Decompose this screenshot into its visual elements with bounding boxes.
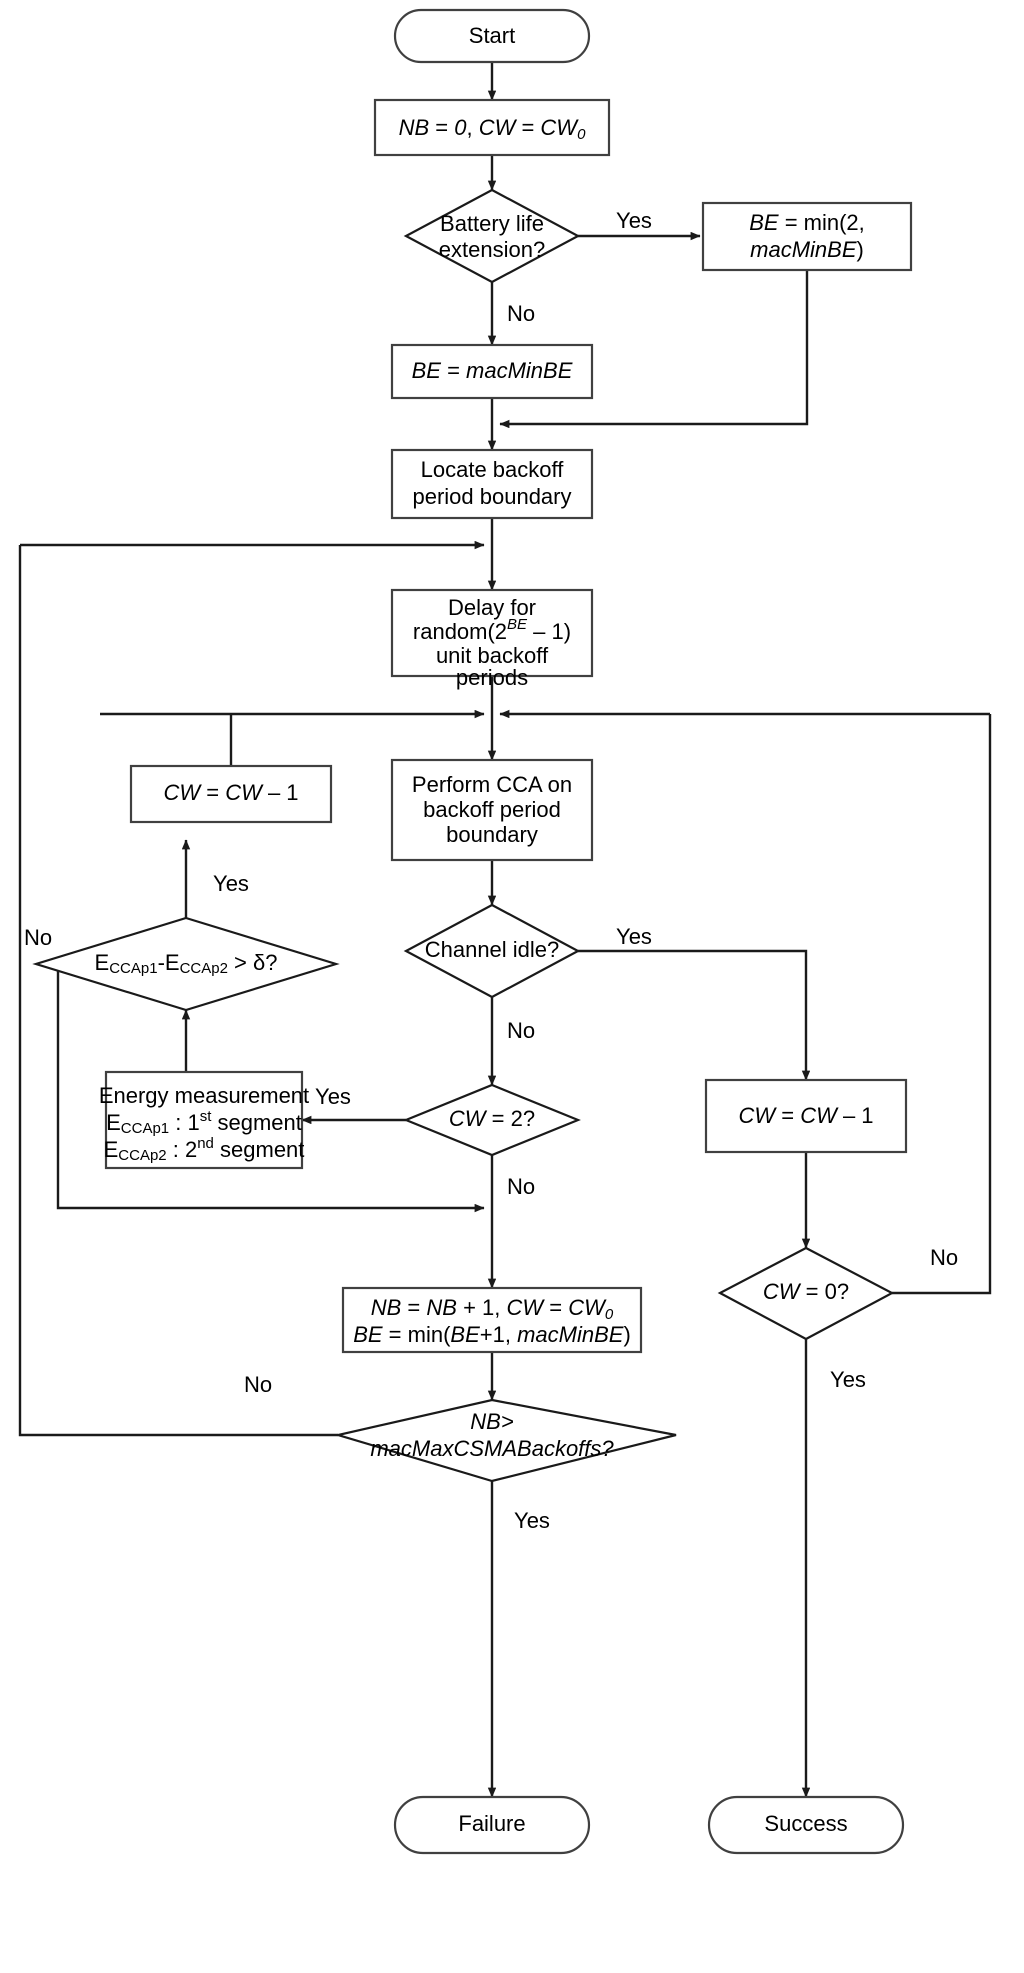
edge-label-cw2-yes: Yes (315, 1084, 351, 1109)
node-start[interactable]: Start (393, 8, 591, 64)
delay-line1: Delay for (448, 595, 536, 620)
cwdecright-shape (704, 1078, 908, 1154)
cwdecright-label: CW = CW – 1 (738, 1103, 873, 1128)
init-label: NB = 0, CW = CW0 (399, 115, 587, 143)
node-be-macminbe[interactable]: BE = macMinBE (390, 343, 594, 400)
node-nb-max-decision[interactable]: NB> macMaxCSMABackoffs? (333, 1398, 677, 1483)
nbupdate-line1: NB = NB + 1, CW = CW0 (371, 1295, 614, 1323)
channelidle-shape (403, 903, 581, 999)
nbmax-shape (333, 1398, 677, 1483)
bemacmin-shape (390, 343, 594, 400)
failure-label: Failure (458, 1811, 525, 1836)
edge-label-cw2-no: No (507, 1174, 535, 1199)
edge-channel-yes (578, 949, 811, 1081)
edge-label-nbmax-no: No (244, 1372, 272, 1397)
cca-shape (390, 758, 594, 862)
node-success[interactable]: Success (707, 1795, 905, 1855)
node-locate-backoff[interactable]: Locate backoff period boundary (390, 448, 594, 520)
node-battery-life-decision[interactable]: Battery life extension? (403, 188, 581, 284)
edge-label-channel-no: No (507, 1018, 535, 1043)
node-failure[interactable]: Failure (393, 1795, 591, 1855)
edge-nbmax-no (18, 545, 338, 1437)
nbmax-line1: NB> (470, 1409, 514, 1434)
ble-label-line2: extension? (439, 237, 545, 262)
cw2-shape (403, 1083, 581, 1157)
node-nb-update[interactable]: NB = NB + 1, CW = CW0 BE = min(BE+1, mac… (341, 1286, 643, 1354)
node-cw-equals-2-decision[interactable]: CW = 2? (403, 1083, 581, 1157)
edge-bemin-merge (499, 270, 809, 429)
nbupdate-line2: BE = min(BE+1, macMinBE) (353, 1322, 631, 1347)
delay-line3: unit backoff (436, 643, 549, 668)
nbmax-line2: macMaxCSMABackoffs? (370, 1436, 614, 1461)
energymeas-line2: ECCAp1 : 1st segment (106, 1108, 302, 1137)
success-label: Success (764, 1811, 847, 1836)
cwdecleft-label: CW = CW – 1 (163, 780, 298, 805)
cca-line2: backoff period (423, 797, 561, 822)
channelidle-label: Channel idle? (425, 937, 560, 962)
nbupdate-shape (341, 1286, 643, 1354)
init-shape (373, 98, 611, 157)
node-energy-measurement[interactable]: Energy measurement ECCAp1 : 1st segment … (99, 1070, 309, 1170)
locate-line1: Locate backoff (421, 457, 565, 482)
energymeas-line1: Energy measurement (99, 1083, 309, 1108)
locate-shape (390, 448, 594, 520)
edge-label-cw0-yes: Yes (830, 1367, 866, 1392)
edge-cw0-no (892, 714, 992, 1295)
node-perform-cca[interactable]: Perform CCA on backoff period boundary (390, 758, 594, 862)
success-shape (707, 1795, 905, 1855)
bemin-line2: macMinBE) (750, 237, 864, 262)
edge-label-energy-no: No (24, 925, 52, 950)
failure-shape (393, 1795, 591, 1855)
node-channel-idle-decision[interactable]: Channel idle? (403, 903, 581, 999)
locate-line2: period boundary (412, 484, 571, 509)
node-cw-decrement-right[interactable]: CW = CW – 1 (704, 1078, 908, 1154)
bemacmin-label: BE = macMinBE (412, 358, 573, 383)
energydec-shape (32, 916, 340, 1012)
cwdecleft-shape (129, 764, 333, 824)
delay-shape (390, 588, 594, 678)
start-shape (393, 8, 591, 64)
node-cw-decrement-left[interactable]: CW = CW – 1 (129, 764, 333, 824)
cca-line1: Perform CCA on (412, 772, 572, 797)
delay-line4: periods (456, 665, 528, 690)
node-be-min[interactable]: BE = min(2, macMinBE) (701, 201, 913, 272)
energydec-label: ECCAp1-ECCAp2 > δ? (95, 950, 278, 977)
energymeas-line3: ECCAp2 : 2nd segment (104, 1135, 305, 1164)
cw0-shape (717, 1246, 895, 1341)
ble-label-line1: Battery life (440, 211, 544, 236)
edges-layer (18, 62, 992, 1798)
start-label: Start (469, 23, 515, 48)
delay-line2: random(2BE – 1) (413, 616, 571, 644)
node-delay-random[interactable]: Delay for random(2BE – 1) unit backoff p… (390, 588, 594, 690)
cca-line3: boundary (446, 822, 538, 847)
edge-label-ble-no: No (507, 301, 535, 326)
edge-label-nbmax-yes: Yes (514, 1508, 550, 1533)
ble-shape (403, 188, 581, 284)
node-init[interactable]: NB = 0, CW = CW0 (373, 98, 611, 157)
bemin-shape (701, 201, 913, 272)
node-energy-threshold-decision[interactable]: ECCAp1-ECCAp2 > δ? (32, 916, 340, 1012)
edge-label-ble-yes: Yes (616, 208, 652, 233)
edge-label-channel-yes: Yes (616, 924, 652, 949)
energymeas-shape (104, 1070, 304, 1170)
node-cw-equals-0-decision[interactable]: CW = 0? (717, 1246, 895, 1341)
edge-energy-no (56, 964, 485, 1213)
cw2-label: CW = 2? (449, 1106, 535, 1131)
bemin-line1: BE = min(2, (749, 210, 865, 235)
cw0-label: CW = 0? (763, 1279, 849, 1304)
edge-label-energy-yes: Yes (213, 871, 249, 896)
edge-label-cw0-no: No (930, 1245, 958, 1270)
